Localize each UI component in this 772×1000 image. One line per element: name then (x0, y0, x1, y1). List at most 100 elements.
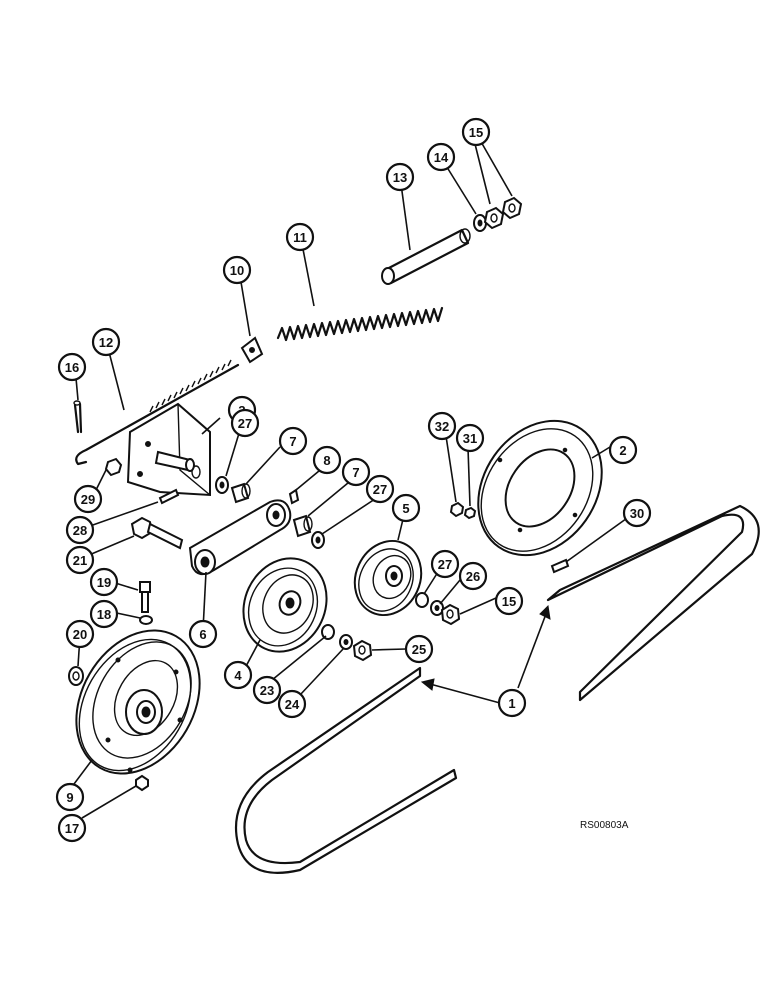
svg-text:10: 10 (230, 263, 244, 278)
svg-text:6: 6 (199, 627, 206, 642)
svg-text:28: 28 (73, 523, 87, 538)
svg-text:21: 21 (73, 553, 87, 568)
svg-text:11: 11 (293, 230, 307, 245)
screw-part (139, 581, 151, 613)
nut-part (449, 501, 477, 520)
nut-part (352, 639, 373, 662)
svg-text:27: 27 (373, 482, 387, 497)
nut-part (135, 774, 149, 792)
callout-19: 19 (89, 567, 119, 597)
callout-27: 27 (430, 549, 460, 579)
svg-text:30: 30 (630, 506, 644, 521)
washer-part (321, 624, 353, 650)
callout-25: 25 (404, 634, 434, 664)
bracket-part (240, 336, 264, 364)
svg-text:8: 8 (323, 453, 330, 468)
nut-part (483, 196, 523, 230)
reference-code: RS00803A (580, 820, 629, 831)
rod-part (75, 359, 240, 466)
bushing-part (230, 482, 251, 504)
svg-text:1: 1 (508, 696, 515, 711)
svg-text:27: 27 (438, 557, 452, 572)
callout-28: 28 (65, 515, 95, 545)
callout-30: 30 (622, 498, 652, 528)
belt-part (234, 504, 760, 874)
callout-13: 13 (385, 162, 415, 192)
svg-text:12: 12 (99, 335, 113, 350)
callout-10: 10 (222, 255, 252, 285)
callout-8: 8 (312, 445, 342, 475)
callout-26: 26 (458, 561, 488, 591)
washer-part (473, 214, 487, 232)
idler-arm-part (188, 499, 292, 576)
svg-text:25: 25 (412, 642, 426, 657)
pulley-part (75, 629, 201, 775)
cotter-pin-part (73, 400, 83, 434)
callout-7: 7 (278, 426, 308, 456)
washer-part (68, 666, 84, 686)
svg-text:9: 9 (66, 790, 73, 805)
bolt-part (130, 516, 184, 550)
callout-24: 24 (277, 689, 307, 719)
svg-text:32: 32 (435, 419, 449, 434)
callout-27: 27 (365, 474, 395, 504)
svg-text:18: 18 (97, 607, 111, 622)
spring-part (276, 306, 444, 342)
svg-text:31: 31 (463, 431, 477, 446)
callout-17: 17 (57, 813, 87, 843)
callout-7: 7 (341, 457, 371, 487)
svg-text:13: 13 (393, 170, 407, 185)
tube-part (381, 228, 471, 285)
callout-2: 2 (608, 435, 638, 465)
pulley-part (353, 540, 423, 616)
callout-31: 31 (455, 423, 485, 453)
callout-21: 21 (65, 545, 95, 575)
callout-15: 15 (494, 586, 524, 616)
callout-32: 32 (427, 411, 457, 441)
callout-16: 16 (57, 352, 87, 382)
washer-part (311, 531, 325, 549)
sheave-part (477, 419, 603, 557)
svg-text:15: 15 (502, 594, 516, 609)
bushing-part (292, 514, 313, 538)
svg-text:16: 16 (65, 360, 79, 375)
callout-18: 18 (89, 599, 119, 629)
callout-20: 20 (65, 619, 95, 649)
callout-1: 1 (497, 688, 527, 718)
svg-text:7: 7 (289, 434, 296, 449)
svg-text:24: 24 (285, 697, 300, 712)
svg-text:4: 4 (234, 668, 242, 683)
callout-14: 14 (426, 142, 456, 172)
callout-15: 15 (461, 117, 491, 147)
svg-text:2: 2 (619, 443, 626, 458)
svg-text:20: 20 (73, 627, 87, 642)
plate-part (126, 402, 211, 497)
callout-29: 29 (73, 484, 103, 514)
screw-part (550, 558, 570, 574)
callout-12: 12 (91, 327, 121, 357)
washer-part (215, 476, 229, 494)
svg-text:7: 7 (352, 465, 359, 480)
callout-11: 11 (285, 222, 315, 252)
bolt-part (158, 488, 180, 505)
callout-9: 9 (55, 782, 85, 812)
svg-text:14: 14 (434, 150, 449, 165)
callout-27: 27 (230, 408, 260, 438)
nut-part (440, 603, 461, 626)
callout-4: 4 (223, 660, 253, 690)
leader-lines (73, 139, 631, 819)
svg-text:15: 15 (469, 125, 483, 140)
svg-text:26: 26 (466, 569, 480, 584)
svg-text:29: 29 (81, 492, 95, 507)
grease-fitting-part (288, 488, 300, 505)
callout-5: 5 (391, 493, 421, 523)
nut-part (104, 457, 123, 477)
washer-part (139, 615, 153, 625)
svg-text:23: 23 (260, 683, 274, 698)
svg-text:5: 5 (402, 501, 409, 516)
pulley-part (242, 557, 328, 653)
svg-text:27: 27 (238, 416, 252, 431)
washer-part (415, 592, 444, 616)
svg-text:19: 19 (97, 575, 111, 590)
